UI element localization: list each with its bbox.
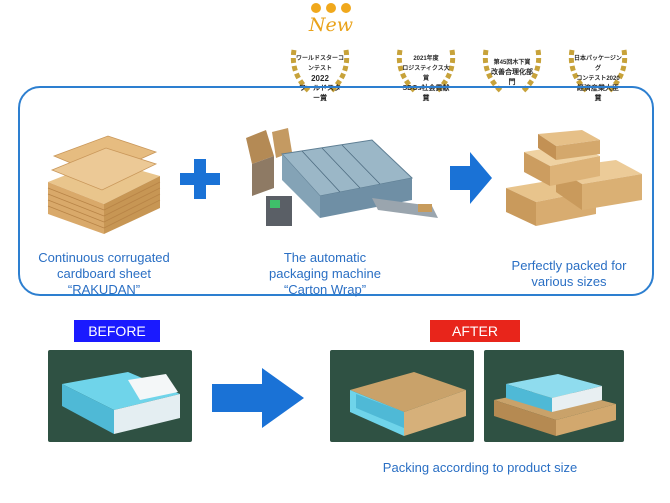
step-caption-packed: Perfectly packed for various sizes [511,258,627,289]
before-after-arrow-icon [212,368,304,428]
plus-icon [180,159,220,199]
new-dots-icon [311,3,351,13]
process-frame [18,86,654,296]
new-label: New [308,14,354,36]
step-caption-rakudan: Continuous corrugated cardboard sheet “R… [38,250,170,297]
step-caption-carton-wrap: The automatic packaging machine “Carton … [268,250,382,297]
before-label: BEFORE [74,320,160,342]
laurel-icon [482,49,542,94]
packed-product-image [494,374,616,436]
arrow-right-icon [450,152,492,204]
after-label: AFTER [430,320,520,342]
laurel-icon [568,49,628,94]
product-package-image [62,372,180,434]
laurel-icon [290,49,350,94]
award-kinoshita: 第45回木下賞 改善合理化部門 [480,40,544,96]
after-photo-1 [330,350,474,442]
laurel-icon [396,49,456,94]
after-photo-2 [484,350,624,442]
new-badge: New [296,2,366,38]
award-logistics: 2021年度 ロジスティクス大賞 SDGs社会貢献賞 [394,40,458,102]
carton-wrap-machine-image [246,128,438,226]
packed-product-image [350,372,466,436]
packed-boxes-image [506,130,642,226]
cardboard-sheet-stack-image [47,135,161,234]
award-packaging: 日本パッケージング コンテスト2020 経済産業大臣賞 [566,40,630,102]
bottom-caption: Packing according to product size [382,460,578,475]
award-world-star: ワールドスターコンテスト 2022 ワールドスター賞 [288,40,352,102]
before-photo [48,350,192,442]
